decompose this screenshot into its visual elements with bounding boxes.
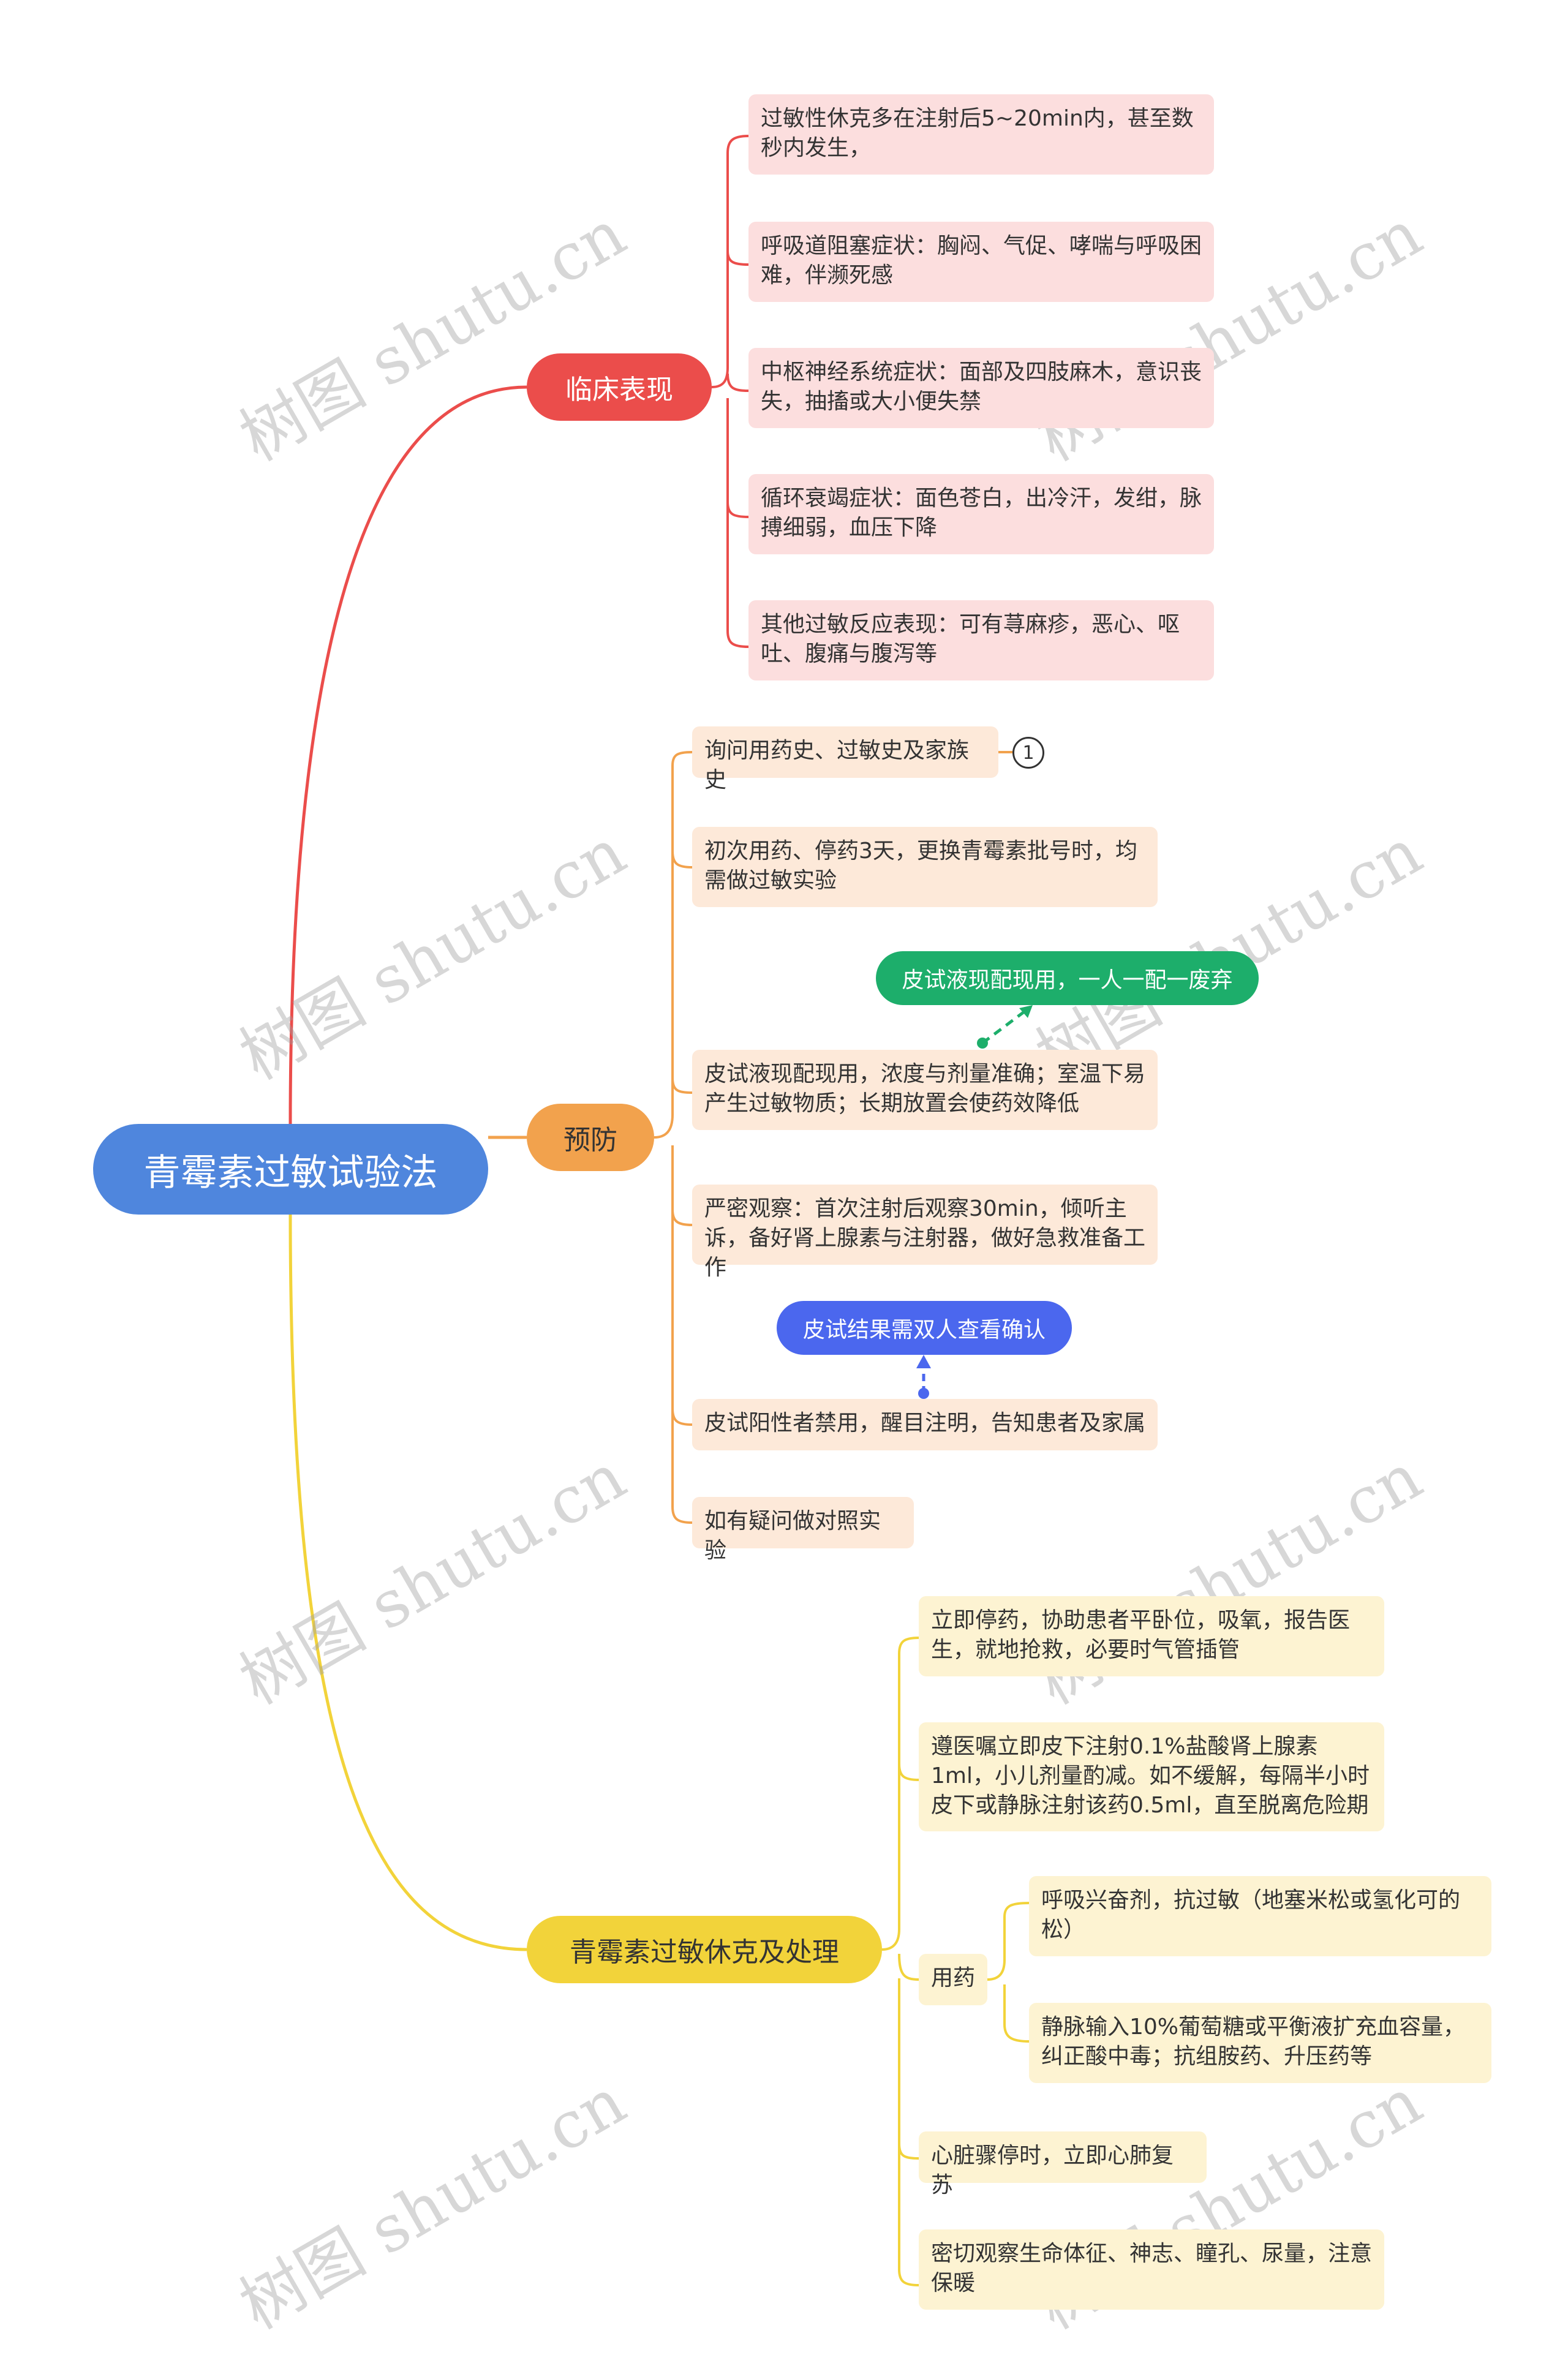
shock-item[interactable]: 心脏骤停时，立即心肺复苏 [919,2131,1207,2198]
prevention-item[interactable]: 严密观察：首次注射后观察30min，倾听主诉，备好肾上腺素与注射器，做好急救准备… [692,1185,1158,1280]
green-callout-connector [977,1005,1033,1049]
root-topic[interactable]: 青霉素过敏试验法 [93,1124,488,1215]
shock-item-medication[interactable]: 用药 [919,1954,987,2005]
clinical-item[interactable]: 循环衰竭症状：面色苍白，出冷汗，发绀，脉搏细弱，血压下降 [748,474,1214,554]
clinical-item[interactable]: 过敏性休克多在注射后5~20min内，甚至数秒内发生， [748,94,1214,175]
prevention-item[interactable]: 皮试阳性者禁用，醒目注明，告知患者及家属 [692,1399,1158,1450]
note-badge[interactable]: 1 [1012,737,1044,769]
shock-item[interactable]: 密切观察生命体征、神志、瞳孔、尿量，注意保暖 [919,2229,1384,2310]
link-root-shock [288,1214,527,1951]
clinical-item[interactable]: 中枢神经系统症状：面部及四肢麻木，意识丧失，抽搐或大小便失禁 [748,348,1214,428]
prevention-item[interactable]: 如有疑问做对照实验 [692,1497,914,1563]
medication-item[interactable]: 呼吸兴奋剂，抗过敏（地塞米松或氢化可的松） [1029,1876,1491,1956]
blue-callout-connector [916,1355,931,1399]
prevention-item[interactable]: 询问用药史、过敏史及家族史 [692,726,998,793]
clinical-item[interactable]: 呼吸道阻塞症状：胸闷、气促、哮喘与呼吸困难，伴濒死感 [748,222,1214,302]
prevention-item[interactable]: 初次用药、停药3天，更换青霉素批号时，均需做过敏实验 [692,827,1158,907]
callout-fresh-solution[interactable]: 皮试液现配现用，一人一配一废弃 [876,951,1259,1005]
branch-shock[interactable]: 青霉素过敏休克及处理 [527,1916,882,1983]
medication-item[interactable]: 静脉输入10%葡萄糖或平衡液扩充血容量，纠正酸中毒；抗组胺药、升压药等 [1029,2003,1491,2083]
prevention-item[interactable]: 皮试液现配现用，浓度与剂量准确；室温下易产生过敏物质；长期放置会使药效降低 [692,1050,1158,1130]
clinical-item[interactable]: 其他过敏反应表现：可有荨麻疹，恶心、呕吐、腹痛与腹泻等 [748,600,1214,680]
branch-clinical[interactable]: 临床表现 [527,353,712,421]
shock-item[interactable]: 遵医嘱立即皮下注射0.1%盐酸肾上腺素1ml，小儿剂量酌减。如不缓解，每隔半小时… [919,1722,1384,1831]
link-root-clinical [288,385,527,1125]
branch-prevention[interactable]: 预防 [527,1104,654,1171]
shock-item[interactable]: 立即停药，协助患者平卧位，吸氧，报告医生，就地抢救，必要时气管插管 [919,1596,1384,1676]
callout-double-check[interactable]: 皮试结果需双人查看确认 [777,1301,1072,1355]
